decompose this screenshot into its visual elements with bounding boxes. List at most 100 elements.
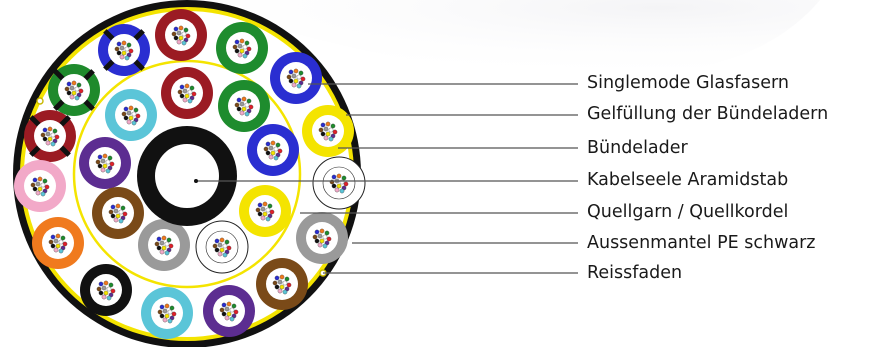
fiber-dot	[157, 309, 163, 315]
fiber-dot	[219, 307, 225, 313]
fiber-dot	[269, 209, 275, 215]
fiber-dot	[131, 111, 137, 117]
fiber-dot	[45, 131, 51, 137]
fiber-dot	[320, 131, 326, 137]
fiber-dot	[40, 132, 46, 138]
buffer-tube	[312, 156, 366, 210]
fiber-dot	[288, 69, 294, 75]
fiber-dot	[40, 191, 46, 197]
fiber-dot	[325, 131, 331, 137]
fiber-dot	[128, 105, 134, 111]
inner-swell-ring	[72, 59, 302, 289]
fiber-dot	[246, 46, 252, 52]
fiber-dot	[331, 174, 337, 180]
fiber-dot	[322, 234, 328, 240]
fiber-dot	[97, 154, 103, 160]
fiber-dot	[318, 127, 324, 133]
fiber-dot	[212, 243, 218, 249]
fiber-dot	[237, 43, 243, 49]
fiber-dot	[114, 46, 120, 52]
fiber-dot	[260, 206, 266, 212]
buffer-tube	[79, 137, 131, 189]
buffer-tube	[247, 124, 299, 176]
fiber-dot	[101, 285, 107, 291]
fiber-dot	[105, 159, 111, 165]
fiber-dot	[120, 205, 126, 211]
fiber-dot	[162, 317, 168, 323]
fiber-dot	[177, 89, 183, 95]
fiber-dot	[54, 134, 60, 140]
fiber-dot	[52, 128, 58, 134]
fiber-dot	[226, 245, 232, 251]
fiber-dot	[224, 315, 230, 321]
fiber-dot	[126, 119, 132, 125]
fiber-dot	[300, 76, 306, 82]
fiber-dot	[239, 38, 245, 44]
fiber-dot	[106, 295, 112, 301]
fiber-dot	[53, 238, 59, 244]
fiber-dot	[169, 305, 175, 311]
fiber-dot	[274, 284, 280, 290]
fiber-dot	[167, 309, 173, 315]
fiber-dot	[257, 202, 263, 208]
buffer-tube	[270, 52, 322, 104]
fiber-dot	[265, 216, 271, 222]
fiber-dot	[159, 249, 165, 255]
buffer-tube	[239, 185, 291, 237]
fiber-dot	[291, 82, 297, 88]
fiber-dot	[263, 146, 269, 152]
fiber-dot	[232, 44, 238, 50]
fiber-dot	[217, 251, 223, 257]
fiber-dot	[115, 213, 121, 219]
fiber-dot	[173, 26, 179, 32]
core-pointer-dot	[194, 179, 198, 183]
fiber-dot	[42, 136, 48, 142]
fiber-dot	[284, 276, 290, 282]
fiber-dot	[279, 284, 285, 290]
fiber-dot	[167, 318, 173, 324]
fiber-dot	[317, 233, 323, 239]
fiber-dot	[286, 74, 292, 80]
fiber-dot	[229, 316, 235, 322]
fiber-dot	[339, 188, 345, 194]
buffer-tube	[105, 89, 157, 141]
fiber-dot	[50, 234, 56, 240]
fiber-dot	[100, 158, 106, 164]
fiber-dot	[191, 91, 197, 97]
fiber-dot	[325, 121, 331, 127]
fiber-dot	[244, 102, 250, 108]
fiber-dot	[222, 243, 228, 249]
fiber-dot	[267, 203, 273, 209]
fiber-dot	[164, 303, 170, 309]
fiber-dot	[293, 68, 299, 74]
fiber-dot	[323, 135, 329, 141]
fiber-dot	[221, 311, 227, 317]
fiber-dot	[78, 88, 84, 94]
buffer-tube	[218, 80, 270, 132]
fiber-dot	[178, 35, 184, 41]
fiber-dot	[55, 233, 61, 239]
fiber-dot	[277, 148, 283, 154]
fiber-dot	[248, 104, 254, 110]
fiber-dot	[241, 96, 247, 102]
fiber-dot	[74, 95, 80, 101]
fiber-dot	[126, 42, 132, 48]
fiber-dot	[277, 279, 283, 285]
fiber-dot	[40, 182, 46, 188]
fiber-dot	[135, 113, 141, 119]
fiber-dot	[128, 48, 134, 54]
fiber-dot	[217, 242, 223, 248]
fiber-dot	[107, 155, 113, 161]
fiber-dot	[103, 290, 109, 296]
fiber-dot	[108, 209, 114, 215]
buffer-tube	[24, 110, 76, 162]
fiber-dot	[298, 70, 304, 76]
fiber-dot	[62, 241, 68, 247]
fiber-dot	[277, 288, 283, 294]
label-outer-jacket: Aussenmantel PE schwarz	[587, 233, 816, 253]
fiber-dot	[222, 252, 228, 258]
fiber-dot	[44, 184, 50, 190]
fiber-dot	[110, 213, 116, 219]
fiber-dot	[60, 235, 66, 241]
